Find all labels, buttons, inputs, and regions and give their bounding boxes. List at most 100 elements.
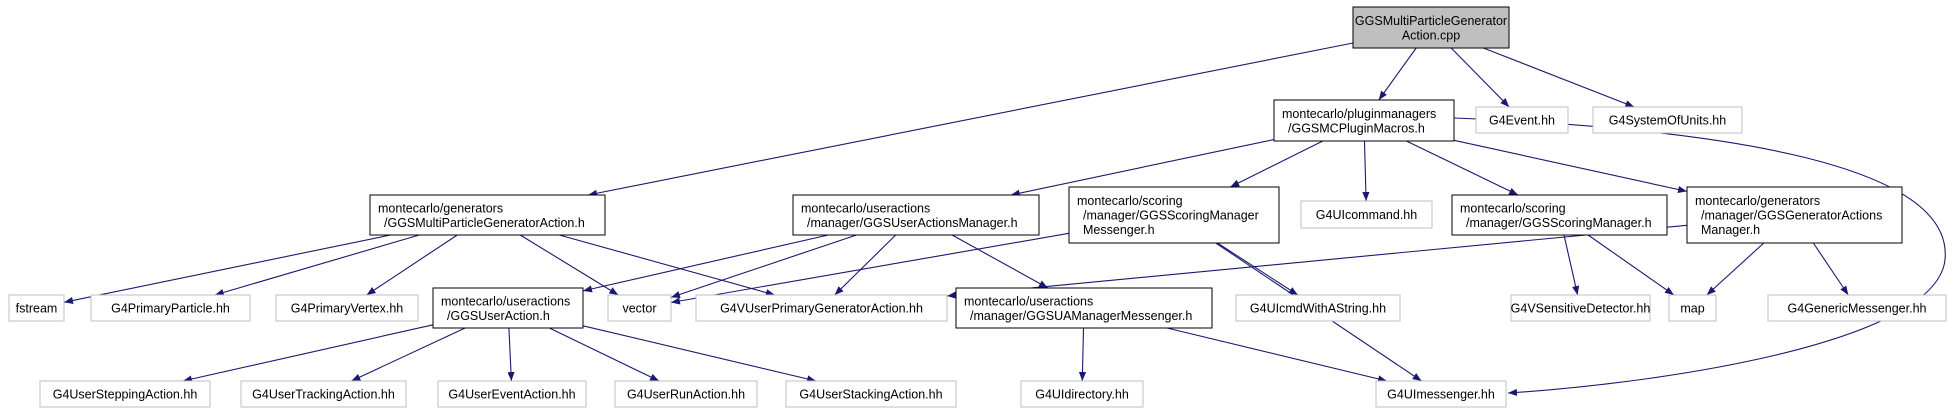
nodes-layer: GGSMultiParticleGeneratorAction.cpp monte…: [8, 6, 1947, 408]
edge-main-to-g4units: [1483, 47, 1635, 108]
node-g4uta[interactable]: G4UserTrackingAction.hh: [240, 380, 407, 408]
edge-plugin-to-g4uimsg: [1453, 117, 1946, 397]
edge-line: [1706, 242, 1765, 296]
edge-ua-to-g4ustk: [582, 325, 817, 383]
node-g4ura[interactable]: G4UserRunAction.hh: [614, 380, 758, 408]
node-label: /manager/GGSScoringManager.h: [1466, 216, 1652, 230]
node-box: [1686, 186, 1903, 244]
edges-layer: [63, 42, 1946, 397]
node-g4vsd[interactable]: G4VSensitiveDetector.hh: [1510, 294, 1651, 322]
edge-line: [1563, 234, 1580, 296]
node-label: vector: [622, 302, 656, 316]
node-label: montecarlo/useractions: [964, 294, 1093, 308]
node-main: GGSMultiParticleGeneratorAction.cpp: [1352, 6, 1510, 49]
node-box: [1510, 294, 1651, 322]
edge-uam-to-g4vupga: [834, 234, 897, 296]
edge-mpga-to-g4vupga: [559, 234, 775, 297]
node-g4units[interactable]: G4SystemOfUnits.hh: [1592, 106, 1743, 134]
node-map[interactable]: map: [1668, 294, 1717, 322]
edge-line: [1587, 234, 1675, 296]
edge-line: [549, 327, 660, 382]
node-smm[interactable]: montecarlo/scoring/manager/GGSScoringMan…: [1068, 186, 1280, 244]
node-plugin[interactable]: montecarlo/pluginmanagers/GGSMCPluginMac…: [1273, 99, 1455, 142]
edge-uamm-to-g4uimsg: [1166, 327, 1388, 383]
node-uamm[interactable]: montecarlo/useractions/manager/GGSUAMana…: [955, 287, 1213, 329]
edge-line: [214, 234, 420, 296]
node-g4usa[interactable]: G4UserSteppingAction.hh: [39, 380, 211, 408]
edge-line: [1406, 140, 1519, 196]
node-g4gm[interactable]: G4GenericMessenger.hh: [1767, 294, 1947, 322]
edge-mpga-to-g4pv: [366, 234, 458, 296]
edge-mpga-to-g4pp: [214, 234, 420, 296]
node-g4pv[interactable]: G4PrimaryVertex.hh: [275, 294, 419, 322]
edge-line: [1483, 47, 1635, 108]
node-box: [1767, 294, 1947, 322]
edge-gam-to-g4vupga: [946, 224, 1688, 299]
edge-plugin-to-gam: [1453, 139, 1688, 193]
node-box: [240, 380, 407, 408]
node-g4uicmd[interactable]: G4UIcmdWithAString.hh: [1235, 294, 1401, 322]
edge-main-to-mpga: [587, 42, 1354, 197]
node-label: G4SystemOfUnits.hh: [1609, 114, 1726, 128]
edge-plugin-to-g4uicommand: [1362, 140, 1370, 202]
node-label: /manager/GGSGeneratorActions: [1701, 209, 1882, 223]
node-g4uea[interactable]: G4UserEventAction.hh: [437, 380, 587, 408]
edge-line: [670, 232, 1070, 305]
node-label: /GGSMCPluginMacros.h: [1288, 121, 1425, 135]
node-box: [369, 194, 606, 236]
node-box: [437, 380, 587, 408]
edge-line: [946, 224, 1688, 299]
edge-line: [351, 327, 466, 382]
edge-uam-to-vector: [670, 234, 857, 298]
node-box: [1592, 106, 1743, 134]
node-mpga[interactable]: montecarlo/generators/GGSMultiParticleGe…: [369, 194, 606, 236]
edge-line: [63, 234, 391, 305]
edge-line: [559, 234, 775, 297]
node-label: G4Event.hh: [1489, 114, 1555, 128]
node-box: [1235, 294, 1401, 322]
node-g4uicommand[interactable]: G4UIcommand.hh: [1300, 200, 1433, 229]
node-label: Messenger.h: [1083, 223, 1155, 237]
edge-plugin-to-sm: [1406, 140, 1519, 196]
edge-line: [951, 234, 1049, 289]
node-sm[interactable]: montecarlo/scoring/manager/GGSScoringMan…: [1451, 194, 1668, 236]
edge-ua-to-g4uta: [351, 327, 466, 382]
node-ua[interactable]: montecarlo/useractions/GGSUserAction.h: [432, 287, 584, 329]
edge-line: [1453, 117, 1946, 397]
node-box: [614, 380, 758, 408]
node-gam[interactable]: montecarlo/generators/manager/GGSGenerat…: [1686, 186, 1903, 244]
node-box: [1375, 380, 1507, 408]
node-g4uidir[interactable]: G4UIdirectory.hh: [1020, 380, 1144, 408]
edge-main-to-g4event: [1450, 47, 1510, 108]
node-g4uimsg[interactable]: G4UImessenger.hh: [1375, 380, 1507, 408]
edge-line: [519, 234, 619, 296]
node-box: [1352, 6, 1510, 49]
node-label: Action.cpp: [1402, 28, 1460, 42]
node-g4vupga[interactable]: G4VUserPrimaryGeneratorAction.hh: [695, 294, 948, 322]
node-label: /manager/GGSScoringManager: [1083, 209, 1259, 223]
node-label: G4PrimaryParticle.hh: [111, 302, 230, 316]
node-box: [1273, 99, 1455, 142]
node-label: montecarlo/scoring: [1077, 194, 1183, 208]
edge-line: [1078, 327, 1087, 382]
node-label: montecarlo/generators: [1695, 194, 1820, 208]
node-vector[interactable]: vector: [607, 294, 672, 322]
node-box: [8, 294, 65, 322]
node-label: G4UIcommand.hh: [1316, 208, 1417, 222]
node-label: G4UImessenger.hh: [1387, 388, 1495, 402]
node-box: [792, 194, 1040, 236]
node-fstream[interactable]: fstream: [8, 294, 65, 322]
node-label: montecarlo/scoring: [1460, 201, 1566, 215]
node-g4ustk[interactable]: G4UserStackingAction.hh: [785, 380, 957, 408]
edge-gam-to-g4gm: [1812, 242, 1849, 296]
edge-ua-to-g4ura: [549, 327, 660, 382]
edge-sm-to-map: [1587, 234, 1675, 296]
node-uam[interactable]: montecarlo/useractions/manager/GGSUserAc…: [792, 194, 1040, 236]
node-g4pp[interactable]: G4PrimaryParticle.hh: [90, 294, 251, 322]
node-g4event[interactable]: G4Event.hh: [1475, 106, 1569, 134]
edge-uam-to-ua: [582, 234, 829, 293]
node-label: GGSMultiParticleGenerator: [1355, 14, 1507, 28]
node-label: montecarlo/useractions: [441, 294, 570, 308]
edge-line: [507, 327, 515, 382]
edge-line: [1453, 139, 1688, 193]
